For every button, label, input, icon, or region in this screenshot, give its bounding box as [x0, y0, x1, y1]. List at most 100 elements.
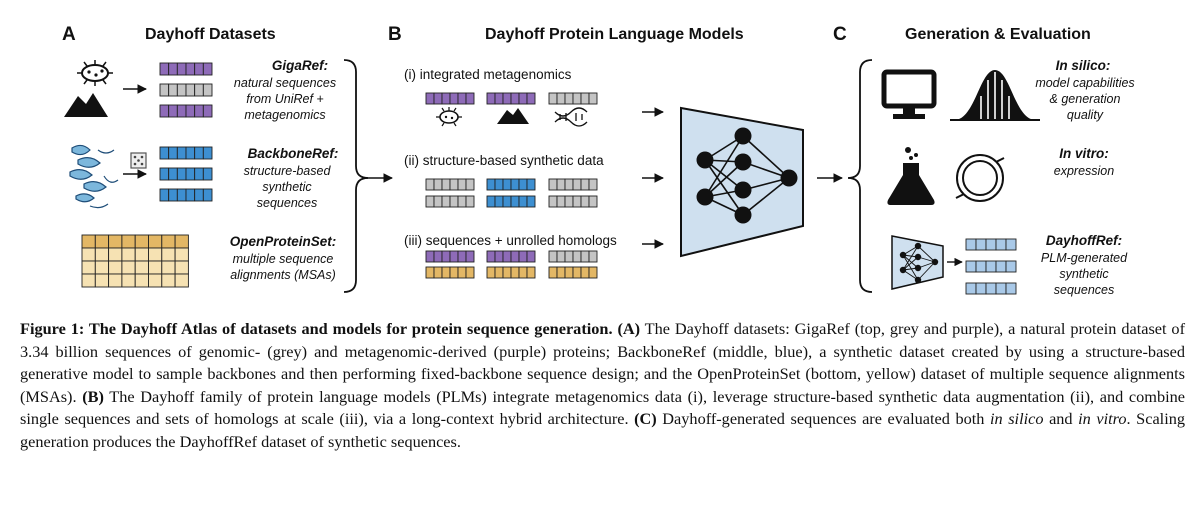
panel-a-title: Dayhoff Datasets — [145, 26, 276, 43]
openproteinset-desc-2: alignments (MSAs) — [230, 268, 336, 282]
caption-c-text-1: Dayhoff-generated sequences are evaluate… — [656, 409, 990, 429]
microbe-small-icon — [436, 107, 462, 127]
network-node — [696, 188, 714, 206]
msa-cell — [121, 247, 136, 262]
in-vitro-desc-1: expression — [1054, 164, 1114, 178]
msa-cell — [81, 234, 96, 249]
network-node — [914, 242, 922, 250]
in-vitro-title: In vitro: — [1059, 146, 1109, 161]
msa-cell — [81, 260, 96, 275]
backboneref-title: BackboneRef: — [248, 146, 339, 161]
network-node — [914, 264, 922, 272]
microbe-icon — [77, 60, 113, 86]
dayhoffref-sequence-bars — [965, 238, 1017, 295]
dayhoffref-bar-2 — [965, 260, 1017, 273]
in-silico-title: In silico: — [1056, 58, 1111, 73]
msa-cell — [94, 260, 110, 275]
row-ii-bar-b2 — [486, 195, 536, 208]
backboneref-bar-2 — [159, 167, 213, 181]
row-ii-label: (ii) structure-based synthetic data — [404, 153, 604, 168]
panel-b-letter: B — [388, 24, 402, 45]
msa-cell — [121, 260, 136, 275]
openproteinset-title: OpenProteinSet: — [230, 234, 337, 249]
row-ii-bar-c1 — [548, 178, 598, 191]
brace-a-to-b — [343, 59, 369, 293]
in-silico-desc-2: & generation — [1050, 92, 1121, 106]
network-node — [914, 276, 922, 284]
msa-cell — [161, 234, 176, 249]
row-ii-bar-a2 — [425, 195, 475, 208]
msa-grid — [81, 234, 189, 288]
row-iii-bar-a1 — [425, 250, 475, 263]
dna-icon — [554, 107, 588, 127]
network-node — [899, 251, 907, 259]
caption-c-text-2: and — [1043, 409, 1079, 429]
row-iii-bar-b1 — [486, 250, 536, 263]
msa-cell — [108, 234, 123, 249]
row-iii-bar-c2 — [548, 266, 598, 279]
backboneref-bar-3 — [159, 188, 213, 202]
caption-in-vitro: in vitro — [1078, 409, 1127, 429]
gigaref-sequence-bars — [159, 62, 213, 118]
backboneref-desc-3: sequences — [257, 196, 317, 210]
msa-cell — [174, 234, 189, 249]
row-ii-bar-b1 — [486, 178, 536, 191]
mountain-icon — [64, 93, 108, 117]
gigaref-bar-3 — [159, 104, 213, 118]
mountain-small-icon — [497, 108, 529, 124]
msa-cell — [94, 273, 110, 288]
gigaref-title: GigaRef: — [272, 58, 328, 73]
msa-cell — [174, 247, 189, 262]
row-iii-bar-c1 — [548, 250, 598, 263]
row-iii-label: (iii) sequences + unrolled homologs — [404, 233, 617, 248]
msa-cell — [148, 260, 163, 275]
panel-c-title: Generation & Evaluation — [905, 26, 1091, 43]
gigaref-bar-1 — [159, 62, 213, 76]
network-node — [734, 127, 752, 145]
backboneref-desc-2: synthetic — [262, 180, 312, 194]
msa-cell — [94, 234, 110, 249]
backboneref-desc-1: structure-based — [244, 164, 332, 178]
msa-cell — [174, 273, 189, 288]
row-ii-bar-c2 — [548, 195, 598, 208]
gigaref-desc-1: natural sequences — [234, 76, 336, 90]
network-node — [734, 181, 752, 199]
backboneref-sequence-bars — [159, 146, 213, 202]
row-iii-bar-a2 — [425, 266, 475, 279]
caption-figure-label: Figure 1: The Dayhoff Atlas of datasets … — [20, 319, 613, 338]
msa-cell — [148, 247, 163, 262]
network-node — [931, 258, 939, 266]
network-node — [734, 206, 752, 224]
row-i-label: (i) integrated metagenomics — [404, 67, 572, 82]
msa-cell — [108, 260, 123, 275]
small-network-icon — [899, 242, 939, 284]
brace-b-to-c — [847, 59, 873, 293]
monitor-icon — [881, 69, 937, 119]
in-silico-desc-3: quality — [1067, 108, 1104, 122]
dayhoffref-bar-1 — [965, 238, 1017, 251]
caption-c-label: (C) — [634, 409, 657, 429]
network-node — [899, 266, 907, 274]
row-i-bar-2 — [486, 92, 536, 105]
plasmid-icon — [955, 154, 1005, 202]
protein-structure-icon — [69, 144, 119, 209]
msa-cell — [161, 273, 176, 288]
dayhoffref-desc-3: sequences — [1054, 283, 1114, 297]
msa-cell — [148, 273, 163, 288]
caption-c-text-3: . Scaling generation produces the Dayhof… — [20, 409, 1186, 451]
network-node — [696, 151, 714, 169]
dayhoffref-title: DayhoffRef: — [1046, 233, 1122, 248]
row-iii-bar-b2 — [486, 266, 536, 279]
neural-network-icon — [696, 127, 798, 224]
flask-icon — [887, 147, 935, 205]
row-i-bar-1 — [425, 92, 475, 105]
msa-cell — [134, 260, 149, 275]
dayhoffref-desc-2: synthetic — [1059, 267, 1109, 281]
row-i-bar-3 — [548, 92, 598, 105]
gigaref-bar-2 — [159, 83, 213, 97]
msa-cell — [108, 273, 123, 288]
msa-cell — [134, 247, 149, 262]
panel-b-title: Dayhoff Protein Language Models — [485, 26, 744, 43]
gigaref-desc-2: from UniRef + — [246, 92, 323, 106]
caption-b-text: The Dayhoff family of protein language m… — [20, 386, 1185, 429]
